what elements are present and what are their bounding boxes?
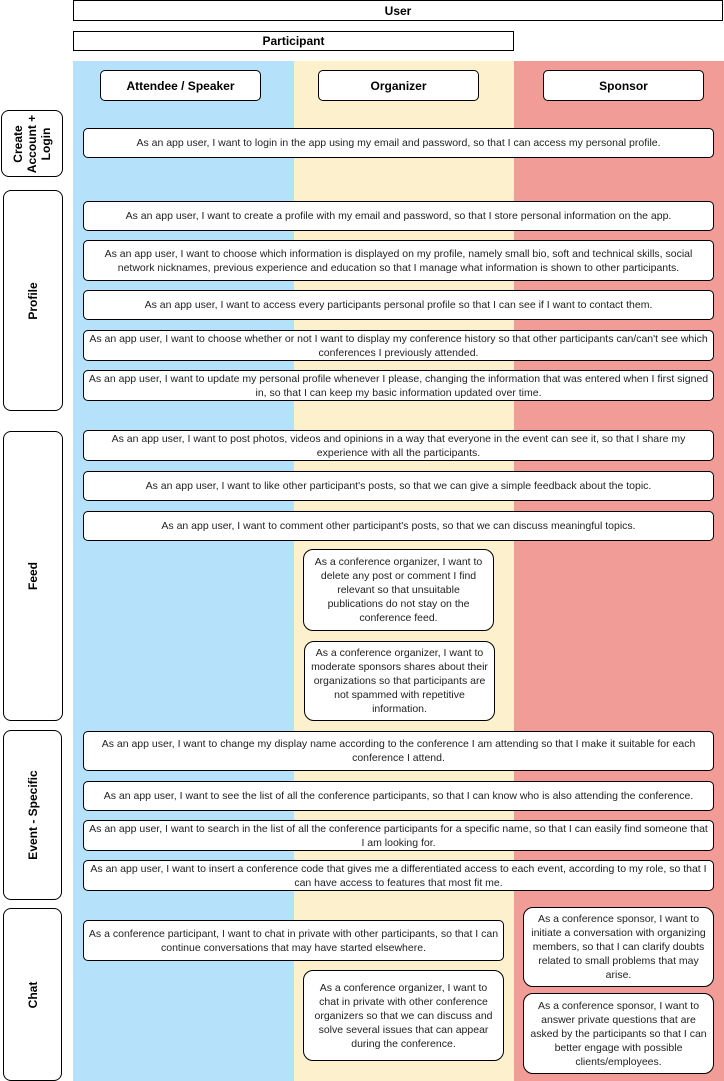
story-delete-post: As a conference organizer, I want to del… <box>303 549 494 631</box>
story-create-profile: As an app user, I want to create a profi… <box>83 201 714 231</box>
story-sponsor-answer: As a conference sponsor, I want to answe… <box>523 993 714 1074</box>
column-header-organizer: Organizer <box>318 70 479 101</box>
story-login: As an app user, I want to login in the a… <box>83 128 714 158</box>
column-header-attendee-speaker: Attendee / Speaker <box>100 70 261 101</box>
row-label-create-account-login: Create Account + Login <box>1 110 63 177</box>
lane-attendee-speaker <box>73 61 294 1081</box>
story-comment-posts: As an app user, I want to comment other … <box>83 511 714 541</box>
story-access-profiles: As an app user, I want to access every p… <box>83 290 714 320</box>
participant-header: Participant <box>73 31 514 51</box>
story-moderate-sponsors: As a conference organizer, I want to mod… <box>304 641 495 721</box>
row-label-chat: Chat <box>3 908 62 1081</box>
story-update-profile: As an app user, I want to update my pers… <box>83 370 714 401</box>
column-header-sponsor: Sponsor <box>543 70 704 101</box>
story-chat-participant: As a conference participant, I want to c… <box>83 920 504 961</box>
story-conference-history: As an app user, I want to choose whether… <box>83 330 714 361</box>
story-chat-organizer: As a conference organizer, I want to cha… <box>303 970 504 1061</box>
story-search-participants: As an app user, I want to search in the … <box>83 820 714 851</box>
story-like-posts: As an app user, I want to like other par… <box>83 471 714 501</box>
row-label-profile: Profile <box>3 190 63 411</box>
story-conference-code: As an app user, I want to insert a confe… <box>83 860 714 891</box>
row-label-feed: Feed <box>3 431 63 721</box>
user-header: User <box>73 0 723 21</box>
row-label-event-specific: Event - Specific <box>3 730 62 900</box>
story-post-photos: As an app user, I want to post photos, v… <box>83 430 714 461</box>
story-sponsor-initiate: As a conference sponsor, I want to initi… <box>523 907 714 987</box>
story-choose-profile-info: As an app user, I want to choose which i… <box>83 240 714 281</box>
story-display-name: As an app user, I want to change my disp… <box>83 731 714 771</box>
story-list-participants: As an app user, I want to see the list o… <box>83 781 714 811</box>
